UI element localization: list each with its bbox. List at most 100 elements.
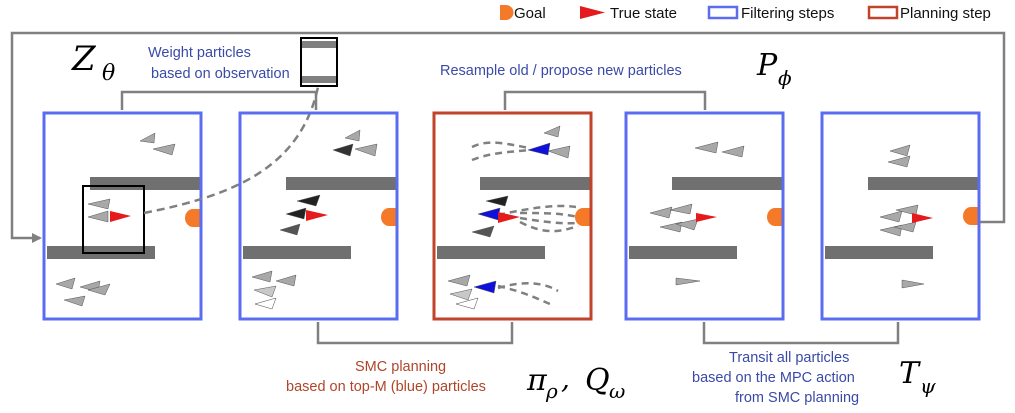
particle-icon [879, 210, 903, 223]
wall [672, 177, 782, 190]
transit-label-3: from SMC planning [735, 390, 859, 406]
particles [55, 132, 176, 307]
filtering-step-border [238, 111, 399, 321]
legend-planning-label: Planning step [900, 5, 991, 22]
particle-icon [659, 221, 683, 233]
smc-planning-label: SMC planning [355, 359, 446, 375]
true-state-icon [498, 212, 520, 223]
filtering-step-4 [624, 111, 785, 321]
weight-particles-label-2: based on observation [151, 66, 290, 82]
particle-icon [63, 295, 86, 307]
particle-icon [55, 277, 76, 290]
loop-back-arrow [10, 31, 1006, 243]
trajectory [519, 211, 579, 219]
weight-particles-label: Weight particles [148, 45, 251, 61]
filtering-step-5 [820, 111, 981, 321]
policy-subscript: ρ [545, 379, 558, 403]
particles [649, 141, 745, 286]
true-state-icon [912, 213, 933, 223]
particle-icon [485, 195, 509, 207]
filtering-step-border [624, 111, 785, 321]
true-state-icon [110, 211, 131, 222]
particle-icon [669, 203, 693, 215]
observation-zoom-wall-top [302, 41, 336, 48]
wall [629, 246, 737, 259]
goal-legend-icon [500, 5, 514, 20]
legend-filtering-label: Filtering steps [741, 5, 834, 22]
q-function-symbol: Q [585, 363, 610, 398]
particle-icon [296, 194, 321, 207]
particle-icon [893, 221, 917, 233]
goal-icon [767, 208, 782, 226]
particle-icon [354, 143, 378, 157]
trajectory [497, 282, 559, 293]
legend: Goal True state Filtering steps Planning… [500, 5, 991, 22]
trajectory [471, 141, 531, 150]
transit-label: Transit all particles [729, 350, 849, 366]
particle-icon [447, 274, 471, 287]
particle-icon [901, 279, 925, 289]
goal-icon [575, 208, 590, 226]
bottom-connector-4-5 [702, 322, 900, 345]
policy-symbol: π [526, 363, 548, 398]
legend-goal-label: Goal [514, 5, 546, 22]
wall [868, 177, 978, 190]
particle-icon [473, 280, 497, 294]
particle-icon [895, 204, 919, 216]
smc-planning-label-2: based on top-M (blue) particles [286, 379, 486, 395]
filtering-step-border [820, 111, 981, 321]
particle-icon [887, 155, 911, 168]
observation-zoom [143, 37, 338, 215]
connectors [10, 31, 1006, 345]
goal-icon [381, 208, 396, 226]
goal-icon [963, 207, 978, 225]
particle-icon [477, 207, 501, 221]
particle-icon [543, 125, 561, 138]
observation-model-symbol: Z [71, 39, 97, 79]
bottom-connector-2-3 [316, 322, 514, 345]
particle-icon [253, 285, 277, 298]
particle-icon [449, 288, 473, 301]
particle-icon [251, 270, 273, 283]
planning-legend-icon [867, 5, 899, 20]
particles [251, 129, 378, 310]
goal-icon [185, 209, 200, 227]
transition-model-symbol: T [899, 356, 921, 391]
particle-icon [527, 142, 551, 156]
trajectory [497, 284, 551, 306]
proposal-model-symbol: P [756, 48, 778, 83]
wall [480, 177, 590, 190]
particle-icon [254, 297, 277, 310]
resample-label: Resample old / propose new particles [440, 63, 682, 79]
trajectory [519, 216, 579, 225]
transit-label-2: based on the MPC action [692, 370, 855, 386]
particle-icon [87, 283, 111, 296]
filtering-step-2 [238, 111, 399, 321]
particle-icon [87, 210, 109, 223]
particle-icon [649, 206, 673, 219]
filtering-legend-icon [707, 5, 739, 20]
comma-symbol: , [561, 362, 570, 395]
particle-icon [675, 218, 699, 231]
trajectory [471, 148, 531, 162]
particle-icon [547, 145, 571, 159]
annotations: Weight particles based on observation Re… [71, 39, 936, 406]
top-connector-3-4 [503, 90, 707, 110]
q-function-subscript: ω [609, 379, 625, 403]
particle-icon [152, 143, 176, 156]
wall [243, 246, 351, 259]
particle-icon [139, 132, 156, 144]
particle-icon [455, 297, 479, 310]
filtering-step-1 [42, 111, 203, 321]
proposal-model-subscript: ϕ [778, 66, 792, 90]
particle-icon [471, 225, 495, 238]
filtering-step-border [42, 111, 203, 321]
observation-zoom-wall-bottom [302, 76, 336, 83]
trajectory [519, 220, 579, 233]
particle-icon [694, 141, 719, 154]
particles [447, 125, 571, 310]
trajectory [497, 204, 577, 217]
true-state-icon [696, 213, 717, 222]
